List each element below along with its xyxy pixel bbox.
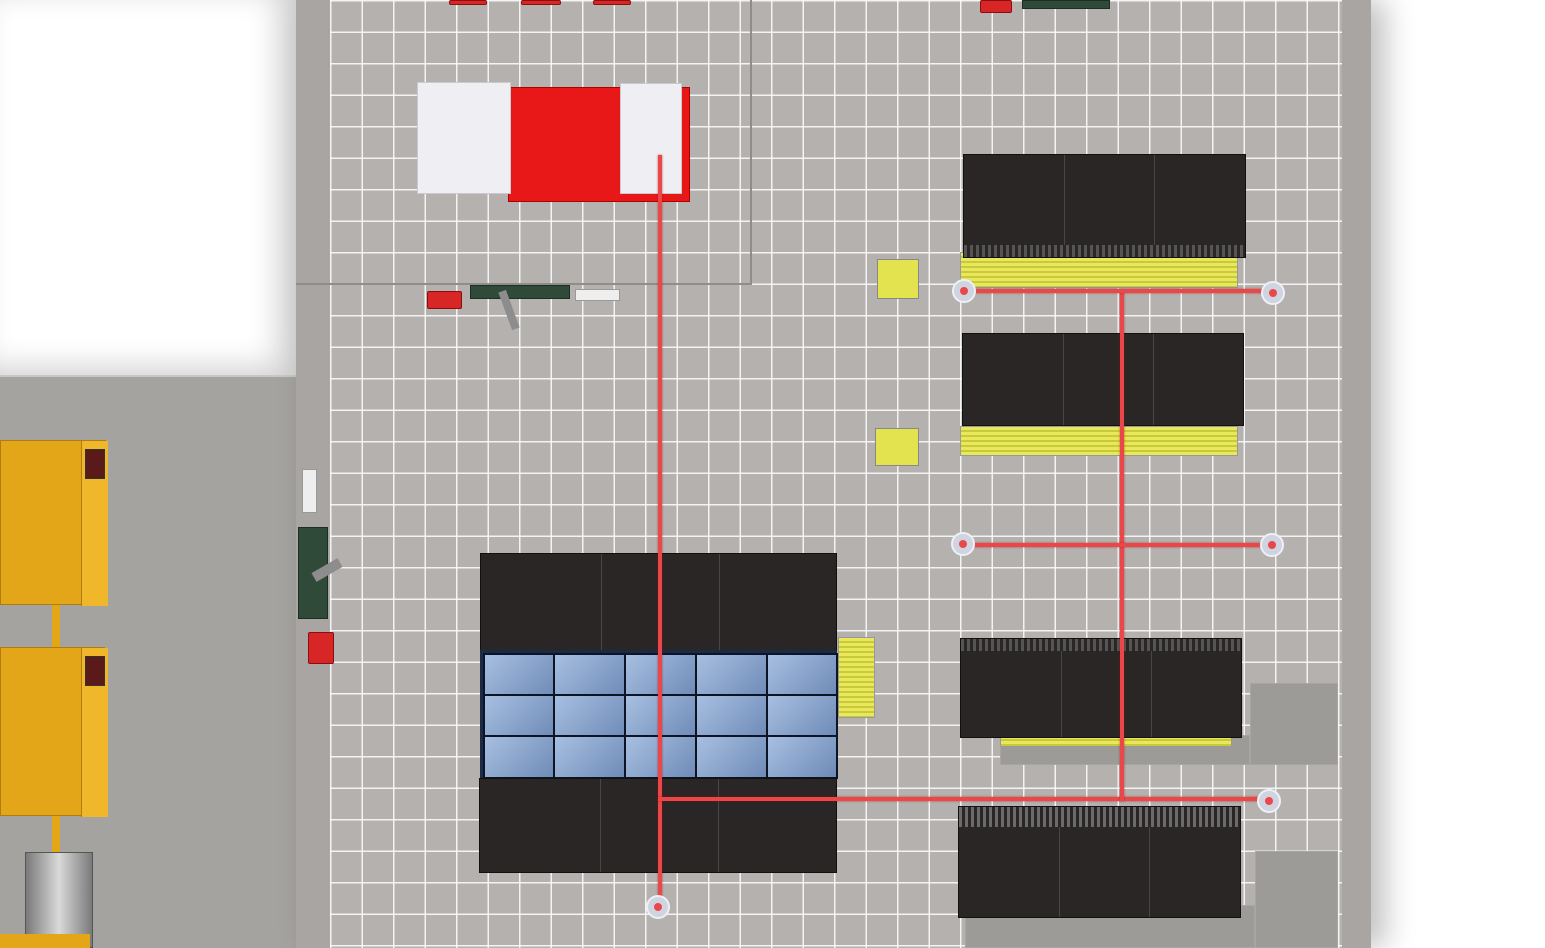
- server-row-4[interactable]: [958, 806, 1241, 918]
- extinguisher-top-4[interactable]: [980, 0, 1012, 13]
- wall-extinguisher[interactable]: [308, 632, 334, 664]
- cold-aisle-glass-roof[interactable]: [480, 650, 838, 779]
- room-boundary-line: [296, 283, 751, 285]
- pipe-node-3[interactable]: [951, 532, 975, 556]
- generator-base: [0, 934, 90, 948]
- ups-connector-2: [52, 816, 60, 856]
- ac-unit-panel-right: [620, 83, 682, 194]
- wall-switch[interactable]: [302, 469, 317, 513]
- extinguisher-top-2[interactable]: [521, 0, 561, 5]
- light-switch[interactable]: [575, 289, 620, 301]
- background-area: [0, 0, 296, 377]
- pipe-node-2[interactable]: [1261, 281, 1285, 305]
- pipe-main-horizontal: [658, 797, 1270, 801]
- control-panel-top[interactable]: [1022, 0, 1110, 9]
- ups-cabinet-2[interactable]: [0, 647, 108, 817]
- cable-tray-end-1: [877, 259, 919, 299]
- server-row-1[interactable]: [963, 154, 1246, 258]
- server-row-3[interactable]: [960, 638, 1242, 738]
- ups-cabinet-1[interactable]: [0, 440, 108, 606]
- pipe-branch-top: [965, 289, 1273, 293]
- generator-motor[interactable]: [25, 852, 93, 948]
- fire-extinguisher[interactable]: [427, 291, 462, 309]
- pipe-node-1[interactable]: [952, 279, 976, 303]
- server-row-2[interactable]: [962, 333, 1244, 426]
- ups-display-1: [85, 449, 105, 479]
- ups-connector: [52, 605, 60, 648]
- ups-display-2: [85, 656, 105, 686]
- pipe-node-5[interactable]: [1257, 789, 1281, 813]
- extinguisher-top-3[interactable]: [593, 0, 631, 5]
- cable-tray-end-2: [875, 428, 919, 466]
- access-control-panel[interactable]: [470, 285, 570, 299]
- cable-tray-row2: [960, 426, 1238, 456]
- ac-unit-panel-left: [417, 82, 511, 194]
- floor-pad-2: [1255, 851, 1338, 948]
- floor-pad-1: [1250, 683, 1338, 765]
- pipe-node-6[interactable]: [646, 895, 670, 919]
- extinguisher-top-1[interactable]: [449, 0, 487, 5]
- room-boundary-line-vertical: [750, 0, 752, 285]
- pipe-main-vertical: [658, 155, 662, 907]
- cable-tray-aisle: [838, 637, 875, 718]
- pipe-node-4[interactable]: [1260, 533, 1284, 557]
- pipe-branch-middle: [965, 543, 1273, 547]
